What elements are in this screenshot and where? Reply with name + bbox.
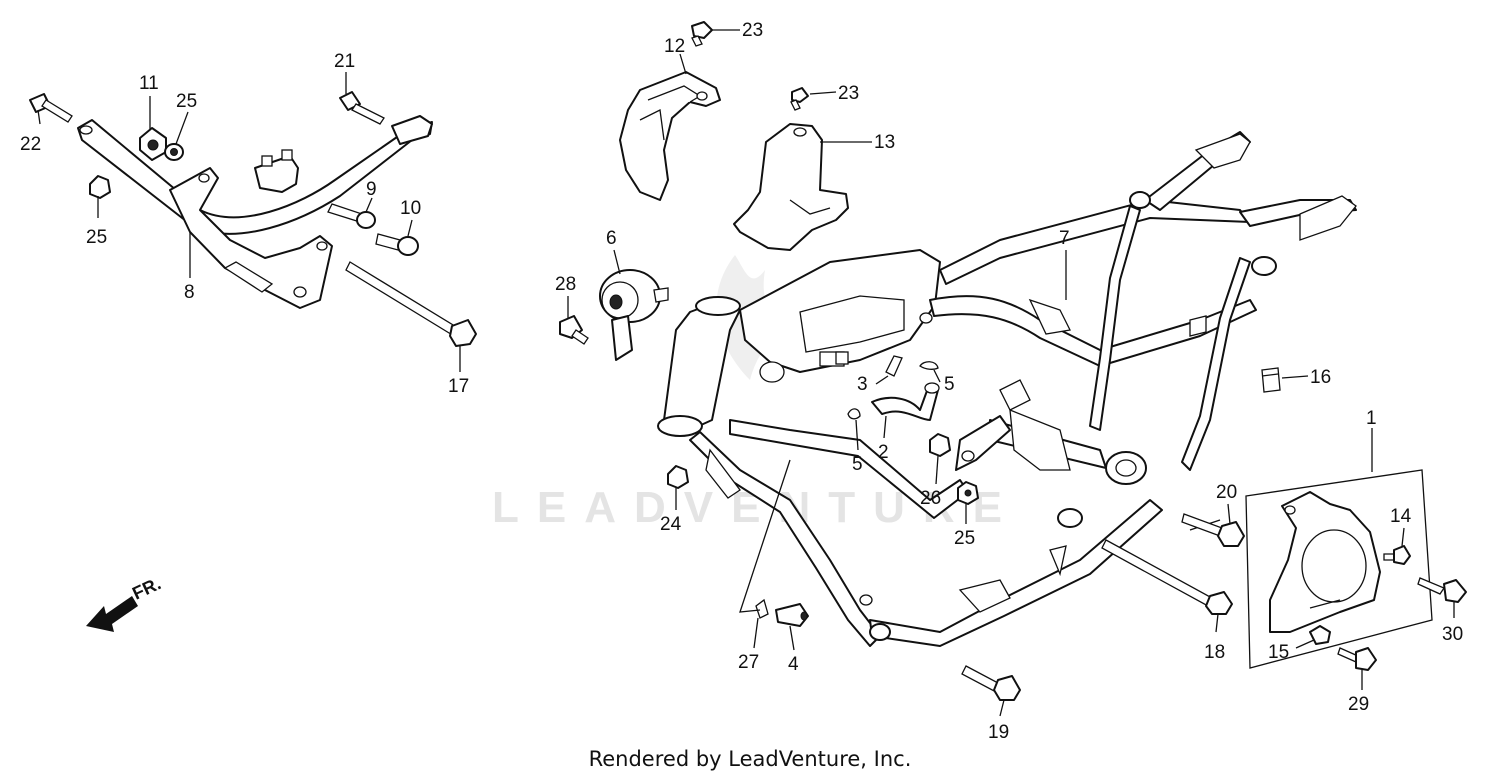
callout-12: 12 [664,36,685,57]
callout-29: 29 [1348,694,1369,715]
callout-7: 7 [1059,228,1070,249]
clip-3 [885,355,903,377]
bolt-20 [1181,513,1245,547]
collar-4 [775,603,809,627]
callout-21: 21 [334,51,355,72]
washer-25-left-top [164,143,184,161]
nut-26 [929,433,951,457]
callout-30: 30 [1442,624,1463,645]
clip-16 [1261,367,1281,393]
callout-23-top: 23 [742,20,763,41]
horn-6 [599,269,669,361]
cover-13 [733,123,849,251]
main-frame-7 [657,131,1357,647]
callout-26: 26 [920,488,941,509]
callout-25-top-left: 25 [176,91,197,112]
bolt-22 [29,93,73,123]
nut-24 [667,465,689,489]
clip-5-lower [847,408,861,420]
bolt-28 [559,315,589,345]
cover-assembly-1 [1245,469,1433,669]
callout-13: 13 [874,132,895,153]
callout-25-left: 25 [86,227,107,248]
bolt-9 [327,203,376,229]
callout-10: 10 [400,198,421,219]
callout-16: 16 [1310,367,1331,388]
bolt-15 [1309,625,1331,645]
clip-27 [755,598,769,619]
callout-24: 24 [660,514,682,535]
callout-23-mid: 23 [838,83,859,104]
callout-4: 4 [788,654,799,675]
callout-28: 28 [555,274,576,295]
bolt-23-top [691,21,713,47]
bolt-18 [1101,539,1233,615]
front-direction-arrow-icon: FR. [86,573,164,632]
callout-3: 3 [857,374,868,395]
leader-lines [37,29,1455,717]
nut-11 [139,127,167,161]
bolt-30 [1417,577,1467,603]
bolt-23-mid [790,87,809,111]
callout-9: 9 [366,179,377,200]
collar-10 [375,233,419,256]
callout-22: 22 [20,134,41,155]
callout-8: 8 [184,282,195,303]
bolt-17 [345,261,477,347]
front-direction-label: FR. [129,573,164,603]
callout-15: 15 [1268,642,1289,663]
callout-19: 19 [988,722,1009,743]
nut-25-center [957,481,979,505]
callout-14: 14 [1390,506,1412,527]
callout-1: 1 [1366,408,1377,429]
callout-2: 2 [878,442,889,463]
hose-2 [871,382,940,421]
cover-12 [619,71,721,201]
footer-credit: Rendered by LeadVenture, Inc. [589,747,912,771]
callout-20: 20 [1216,482,1237,503]
bolt-19 [961,665,1021,701]
callout-11: 11 [139,73,159,94]
callout-6: 6 [606,228,617,249]
bolt-14 [1383,545,1411,565]
callout-27: 27 [738,652,759,673]
clip-5-upper [919,361,939,370]
callout-25-center: 25 [954,528,975,549]
callout-17: 17 [448,376,469,397]
callout-18: 18 [1204,642,1225,663]
bolt-21 [339,91,385,125]
callout-numbers: 22 11 25 25 8 21 9 10 17 23 12 23 13 6 2… [20,20,1463,743]
callout-5-upper: 5 [944,374,955,395]
frame-bracket-8 [77,115,433,309]
callout-5-lower: 5 [852,454,863,475]
bolt-29 [1337,647,1377,671]
nut-25-left [89,175,111,199]
